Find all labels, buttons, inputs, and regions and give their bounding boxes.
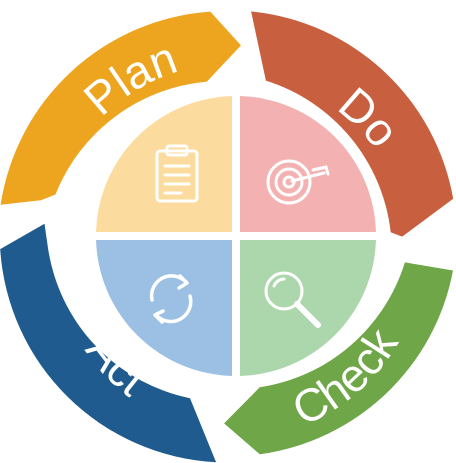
act-quadrant bbox=[96, 236, 236, 376]
check-arrow bbox=[224, 262, 453, 455]
target-icon bbox=[266, 159, 330, 205]
do-quadrant bbox=[236, 96, 376, 236]
act-arrow bbox=[0, 223, 217, 463]
do-arrow bbox=[251, 11, 454, 237]
clipboard-icon bbox=[155, 144, 199, 203]
check-quadrant bbox=[236, 236, 376, 376]
refresh-icon bbox=[149, 274, 193, 324]
plan-arrow bbox=[0, 11, 241, 205]
magnifier-icon bbox=[264, 271, 321, 328]
